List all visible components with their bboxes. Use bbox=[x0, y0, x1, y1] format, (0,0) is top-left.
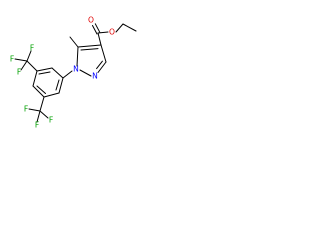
bond-b3-cf3-top bbox=[26, 60, 38, 72]
bond-n1-c5 bbox=[76, 46, 79, 67]
bond-carbonyl-ester-o bbox=[97, 31, 109, 34]
bond-b5-cf3-bottom bbox=[39, 96, 45, 112]
ester-group bbox=[92, 23, 137, 46]
atom-label-fluorine-top-2: F bbox=[10, 55, 14, 64]
pyrazole-ring bbox=[76, 44, 107, 77]
bond-cf3-bottom-f3 bbox=[36, 110, 41, 123]
atom-label-n2: N bbox=[92, 72, 98, 81]
bond-b4-b5-inner bbox=[36, 85, 46, 94]
bond-c5-c4-inner bbox=[80, 48, 99, 51]
bond-c3-n2 bbox=[97, 61, 107, 73]
bond-ester-o-ch2 bbox=[115, 23, 124, 33]
bond-cf3-top-f3 bbox=[20, 60, 28, 71]
chemical-structure-diagram: O O N N F F F F F F bbox=[10, 16, 137, 130]
bond-cf3-bottom-f1 bbox=[28, 108, 41, 112]
bond-b3-b4 bbox=[32, 70, 38, 87]
atom-label-carbonyl-oxygen: O bbox=[88, 16, 94, 25]
bond-n1-aryl bbox=[62, 70, 73, 79]
atom-label-fluorine-bottom-3: F bbox=[35, 121, 39, 130]
bond-ch2-ch3 bbox=[122, 23, 137, 32]
bond-c5-methyl bbox=[69, 36, 79, 48]
bond-n2-n1 bbox=[79, 69, 92, 77]
bond-b2-b3 bbox=[36, 67, 53, 72]
bond-b2-b3-inner bbox=[38, 71, 51, 75]
bond-cf3-top-f2 bbox=[14, 58, 28, 62]
bond-c5-c4 bbox=[77, 44, 102, 48]
bond-carbonyl-double-a bbox=[92, 25, 98, 35]
bond-b5-b6 bbox=[43, 92, 60, 98]
cf3-bottom bbox=[28, 96, 49, 123]
atom-label-fluorine-bottom-1: F bbox=[24, 105, 28, 114]
atom-label-n1: N bbox=[73, 65, 79, 74]
bond-c3-n2-inner bbox=[96, 60, 103, 70]
bond-cf3-top-f1 bbox=[26, 50, 32, 62]
cf3-top bbox=[14, 50, 38, 72]
structure-canvas: O O N N F F F F F F bbox=[0, 0, 152, 152]
bond-c4-carbonyl bbox=[97, 32, 102, 46]
benzene-ring bbox=[32, 67, 64, 98]
bond-carbonyl-double-b bbox=[94, 23, 101, 33]
atom-label-ester-oxygen: O bbox=[109, 28, 115, 37]
bond-b4-b5 bbox=[32, 85, 45, 98]
atom-label-fluorine-top-1: F bbox=[30, 44, 34, 53]
bond-c4-c3 bbox=[100, 44, 107, 63]
atom-label-fluorine-top-3: F bbox=[17, 68, 21, 77]
bond-b6-b1-inner bbox=[55, 79, 60, 91]
bond-cf3-bottom-f2 bbox=[39, 110, 49, 119]
atom-label-fluorine-bottom-2: F bbox=[49, 116, 53, 125]
bond-b6-b1 bbox=[58, 77, 64, 94]
bond-b1-b2 bbox=[51, 67, 64, 79]
